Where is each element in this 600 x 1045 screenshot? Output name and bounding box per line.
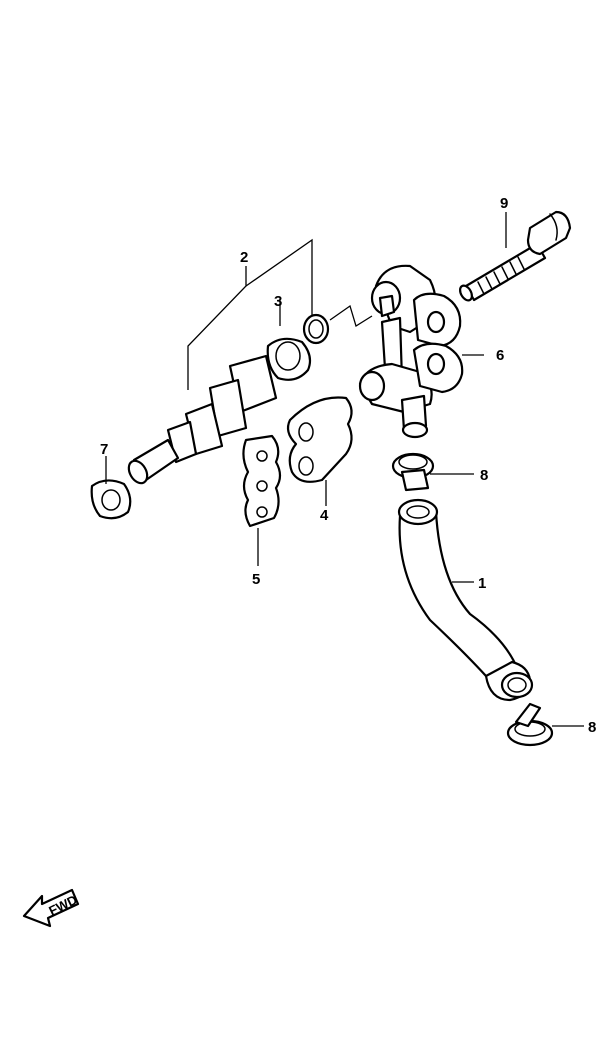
gasket-4-part (286, 396, 353, 483)
clip-lower-part (506, 702, 554, 747)
bolt-part (459, 210, 572, 302)
o-ring-part (302, 313, 330, 345)
fwd-label: FWD (46, 892, 79, 918)
callout-2: 2 (240, 249, 248, 266)
bracket-part (358, 264, 464, 439)
leader-lines (105, 212, 584, 727)
clip-upper-part (391, 452, 435, 492)
gasket-5-part (242, 434, 282, 528)
callout-3: 3 (274, 293, 282, 310)
callout-5: 5 (252, 571, 260, 588)
callout-9: 9 (500, 195, 508, 212)
hose-part (397, 498, 534, 702)
seal-part (90, 479, 132, 520)
callout-6: 6 (496, 347, 504, 364)
callout-7: 7 (100, 441, 108, 458)
callout-4: 4 (320, 507, 329, 524)
callout-8-lower: 8 (588, 719, 596, 736)
sensor-part (127, 337, 312, 485)
fwd-arrow-icon: FWD (22, 888, 80, 928)
callout-1: 1 (478, 575, 486, 592)
callout-8-upper: 8 (480, 467, 488, 484)
